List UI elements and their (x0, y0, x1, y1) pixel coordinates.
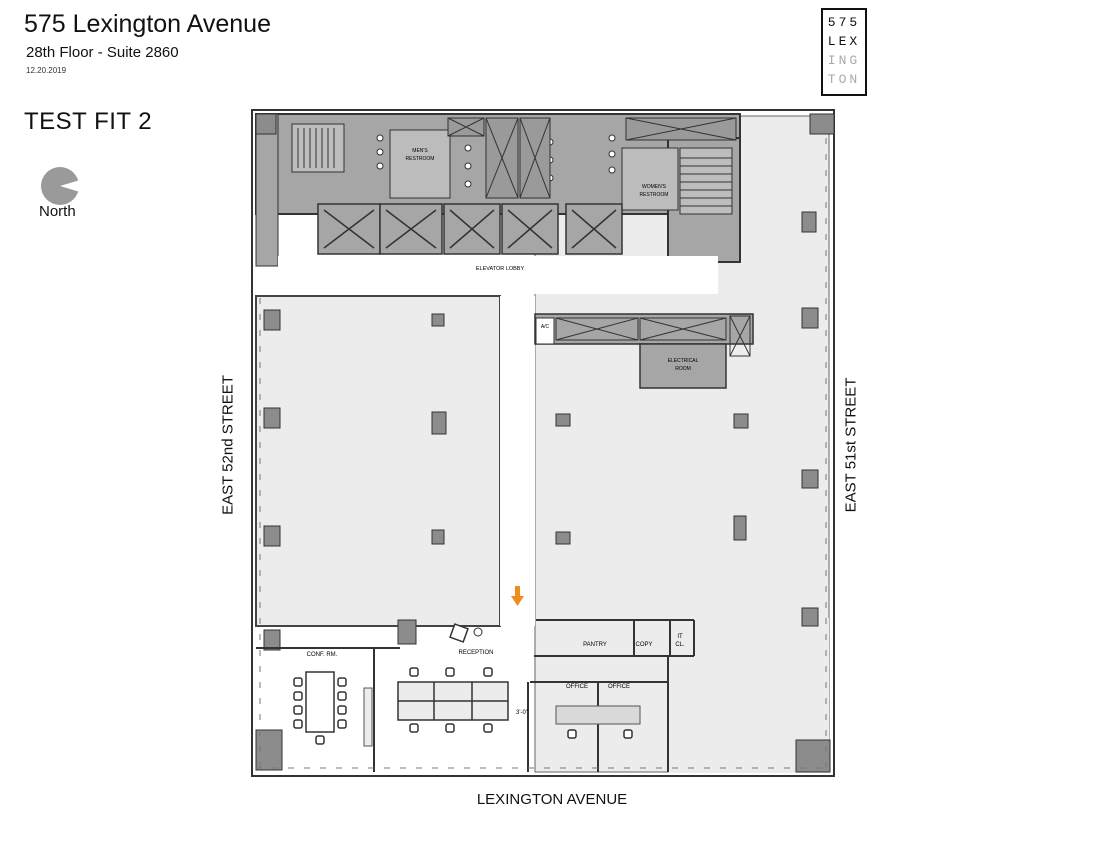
office-chairs (567, 729, 633, 739)
north-label: North (39, 203, 76, 220)
street-label-south: LEXINGTON AVENUE (476, 791, 628, 808)
logo-row-4: TON (827, 72, 861, 87)
reception-plant (473, 627, 483, 637)
reception-chair (449, 623, 469, 643)
plan-date: 12.20.2019 (26, 66, 67, 75)
electrical-room-label-2: ROOM (675, 366, 691, 372)
west-stair (291, 123, 345, 173)
logo-row-1: 575 (827, 15, 861, 30)
dimension-label: 3'-0" (516, 710, 528, 716)
conference-credenza (363, 687, 373, 747)
core-west-nub (255, 113, 279, 267)
womens-restroom-label-2: RESTROOM (640, 192, 669, 198)
page-title: 575 Lexington Avenue (24, 10, 271, 38)
it-closet-label-1: IT (677, 634, 683, 640)
entry-arrow-icon (511, 586, 524, 606)
structural-columns (255, 113, 835, 773)
electrical-room (639, 343, 727, 389)
mens-restroom (389, 129, 451, 199)
floor-suite-subtitle: 28th Floor - Suite 2860 (26, 44, 179, 61)
ac-label: A/C (541, 324, 550, 330)
electrical-room-label-1: ELECTRICAL (668, 358, 699, 364)
logo-row-2: LEX (827, 34, 861, 49)
conf-room-label: CONF. RM. (307, 652, 338, 658)
reception-label: RECEPTION (458, 650, 493, 656)
womens-restroom (621, 147, 679, 211)
copy-label: COPY (635, 642, 652, 648)
conference-table (305, 671, 335, 733)
office-label-1: OFFICE (566, 684, 588, 690)
workstation-chairs (409, 667, 493, 733)
corridor (500, 296, 535, 626)
workstation-cluster (397, 681, 509, 721)
mech-shafts (555, 315, 751, 357)
logo-row-3: ING (827, 53, 861, 68)
it-closet-label-2: CL. (675, 642, 685, 648)
ac-closet (535, 317, 555, 345)
elevator-bank (317, 203, 623, 255)
pantry-label: PANTRY (583, 642, 607, 648)
building-logo: 575 LEX ING TON (821, 8, 867, 96)
core-shafts (447, 117, 737, 199)
mens-restroom-label-1: MEN'S (412, 148, 428, 154)
west-open-area (255, 295, 501, 627)
elevator-lobby (278, 256, 718, 294)
test-fit-label: TEST FIT 2 (24, 108, 153, 135)
street-label-east: EAST 51st STREET (842, 377, 860, 513)
office-desks (555, 705, 641, 725)
north-arrow-icon (41, 167, 80, 205)
east-stair (679, 147, 733, 215)
suite-walls (256, 619, 695, 772)
office-label-2: OFFICE (608, 684, 630, 690)
conference-chairs (293, 677, 347, 745)
womens-restroom-label-1: WOMEN'S (642, 184, 667, 190)
elevator-lobby-label: ELEVATOR LOBBY (476, 266, 525, 272)
street-label-west: EAST 52nd STREET (219, 375, 237, 515)
floor-plan: MEN'S RESTROOM WOMEN'S RESTROOM ELEVATOR… (251, 109, 835, 777)
mens-restroom-label-2: RESTROOM (406, 156, 435, 162)
